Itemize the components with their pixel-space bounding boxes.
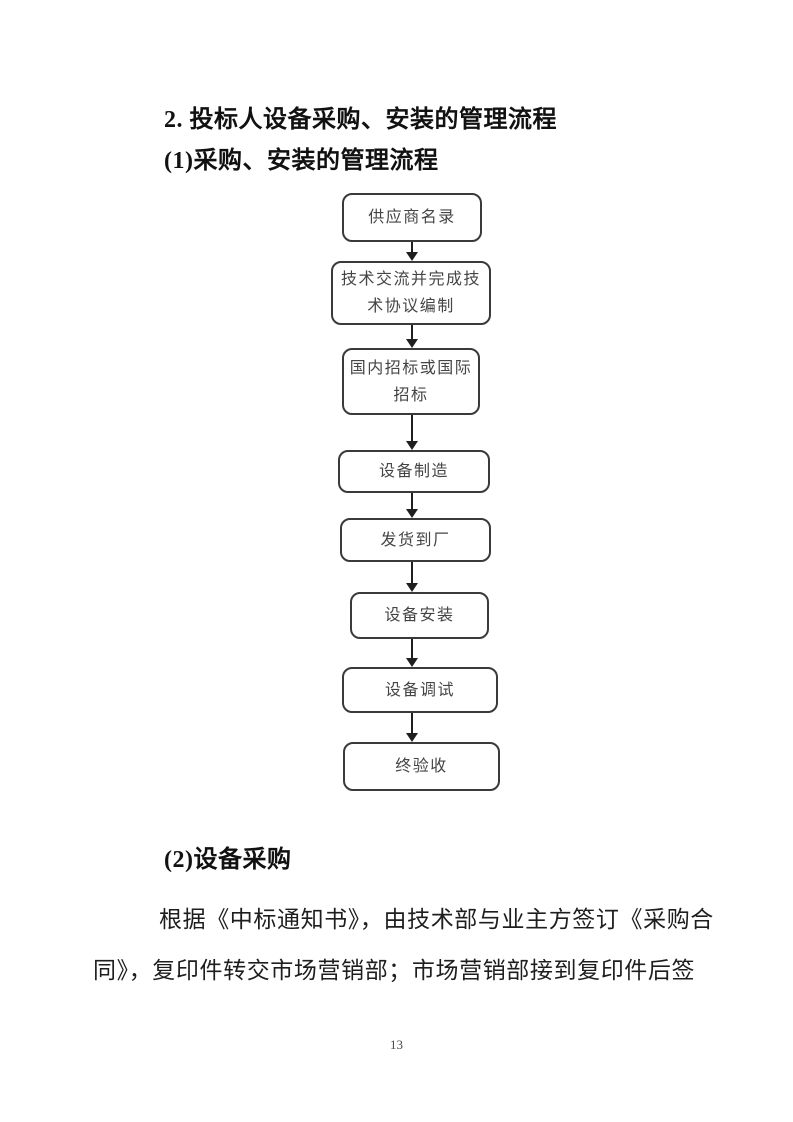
flow-node-label: 供应商名录: [368, 209, 456, 226]
body-paragraph-line: 同》，复印件转交市场营销部；市场营销部接到复印件后签: [93, 958, 696, 983]
flow-node-equipment-manufacture: 设备制造: [338, 450, 490, 493]
flow-node-final-acceptance: 终验收: [343, 742, 500, 791]
flow-node-label: 设备制造: [378, 463, 449, 480]
subsection-heading-procurement-flow: (1)采购、安装的管理流程: [164, 148, 439, 174]
body-paragraph-line: 根据《中标通知书》，由技术部与业主方签订《采购合: [159, 907, 714, 932]
flow-node-label: 术协议编制: [367, 298, 455, 315]
flow-node-equipment-installation: 设备安装: [350, 592, 489, 639]
section-heading: 2. 投标人设备采购、安装的管理流程: [164, 107, 557, 133]
down-arrow-icon: [406, 325, 418, 348]
flow-node-label: 招标: [393, 386, 429, 404]
down-arrow-icon: [406, 415, 418, 450]
page-number: 13: [390, 1037, 403, 1052]
down-arrow-icon: [406, 493, 418, 518]
flow-node-supplier-list: 供应商名录: [342, 193, 482, 242]
flow-node-label: 国内招标或国际: [349, 359, 473, 377]
down-arrow-icon: [406, 562, 418, 592]
flow-node-label: 设备安装: [384, 607, 455, 624]
down-arrow-icon: [406, 713, 418, 742]
flow-node-tech-exchange: 技术交流并完成技 术协议编制: [331, 261, 491, 325]
subsection-heading-equipment-procurement: (2)设备采购: [164, 847, 292, 873]
flow-node-label: 技术交流并完成技: [340, 271, 481, 288]
down-arrow-icon: [406, 639, 418, 667]
flow-node-label: 设备调试: [384, 681, 455, 699]
flow-node-label: 发货到厂: [380, 531, 451, 549]
flow-node-delivery-to-site: 发货到厂: [340, 518, 491, 562]
flow-node-bidding: 国内招标或国际 招标: [342, 348, 480, 415]
flow-node-label: 终验收: [395, 758, 448, 775]
down-arrow-icon: [406, 242, 418, 261]
flow-node-equipment-commissioning: 设备调试: [342, 667, 498, 713]
